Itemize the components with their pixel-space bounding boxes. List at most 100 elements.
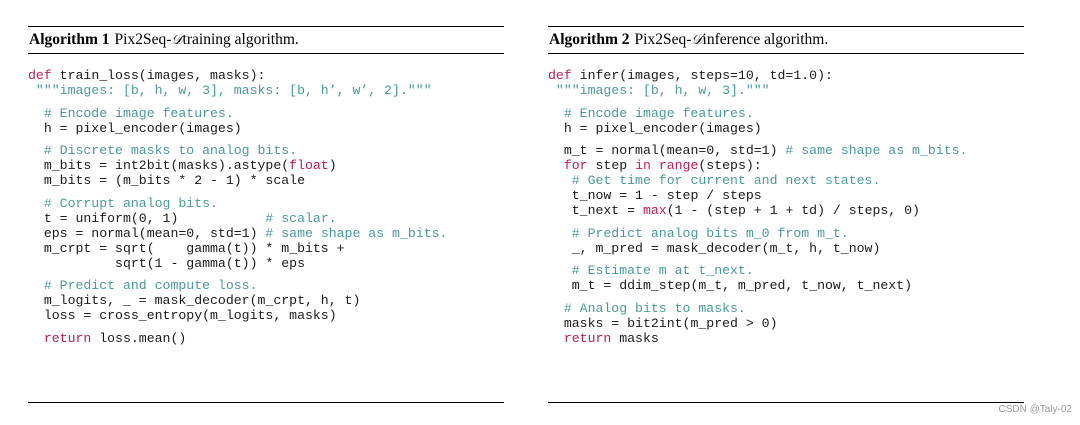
code-line: def train_loss(images, masks): xyxy=(28,68,504,83)
code-token: train_loss(images, masks): xyxy=(51,68,266,83)
top-rule xyxy=(548,26,1024,27)
code-line: m_logits, _ = mask_decoder(m_crpt, h, t) xyxy=(28,293,504,308)
code-token: t_next = xyxy=(548,203,643,218)
code-token: m_bits = (m_bits * 2 - 1) * scale xyxy=(28,173,305,188)
code-token: (1 - (step + 1 + td) / steps, 0) xyxy=(666,203,920,218)
code-line: m_crpt = sqrt( gamma(t)) * m_bits + xyxy=(28,241,504,256)
code-token: for xyxy=(548,158,588,173)
caption-rule xyxy=(28,53,504,54)
code-token: m_crpt = sqrt( gamma(t)) * m_bits + xyxy=(28,240,345,256)
code-token: # Estimate m at t_next. xyxy=(548,263,754,278)
code-line: loss = cross_entropy(m_logits, masks) xyxy=(28,308,504,323)
code-token: return xyxy=(28,330,92,346)
code-token: max xyxy=(642,203,667,218)
algorithm-1-code: def train_loss(images, masks): """images… xyxy=(28,68,504,346)
code-token: loss.mean() xyxy=(91,330,187,346)
code-line: return loss.mean() xyxy=(28,331,504,346)
code-line: h = pixel_encoder(images) xyxy=(28,121,504,136)
code-token: # Discrete masks to analog bits. xyxy=(28,143,298,158)
algorithm-2-box: Algorithm 2 Pix2Seq- 𝒟 inference algorit… xyxy=(548,26,1024,403)
code-token xyxy=(651,158,659,173)
code-token: infer(images, steps=10, td=1.0): xyxy=(571,68,833,83)
code-token: """images: [b, h, w, 3].""" xyxy=(548,83,770,98)
code-token: range xyxy=(658,158,699,173)
algorithm-2-code: def infer(images, steps=10, td=1.0): """… xyxy=(548,68,1024,346)
code-blank-line xyxy=(28,136,504,144)
code-line: """images: [b, h, w, 3], masks: [b, h’, … xyxy=(28,83,504,98)
watermark: CSDN @Taly-02 xyxy=(998,404,1072,415)
code-token: float xyxy=(289,158,329,173)
code-line: eps = normal(mean=0, std=1) # same shape… xyxy=(28,226,504,241)
code-token: in xyxy=(635,158,651,173)
caption-suffix: inference algorithm. xyxy=(702,31,829,48)
code-line: m_bits = (m_bits * 2 - 1) * scale xyxy=(28,173,504,188)
code-line: # Encode image features. xyxy=(548,106,1024,121)
algorithm-1-box: Algorithm 1 Pix2Seq- 𝒟 training algorith… xyxy=(28,26,504,403)
code-token: # Analog bits to masks. xyxy=(548,300,746,316)
code-token: # Corrupt analog bits. xyxy=(28,195,218,211)
code-token: loss = cross_entropy(m_logits, masks) xyxy=(28,308,337,323)
code-token: t = uniform(0, 1) xyxy=(28,210,266,226)
bottom-rule xyxy=(28,402,504,403)
code-token: def xyxy=(28,68,52,83)
code-line: # Corrupt analog bits. xyxy=(28,196,504,211)
code-token: sqrt(1 - gamma(t)) * eps xyxy=(28,255,305,271)
code-token: masks xyxy=(611,330,659,346)
code-line: t_now = 1 - step / steps xyxy=(548,188,1024,203)
caption-prefix: Pix2Seq- xyxy=(114,31,172,48)
code-token: t_now = 1 - step / steps xyxy=(548,188,762,203)
code-line: # Encode image features. xyxy=(28,106,504,121)
code-blank-line xyxy=(548,218,1024,226)
code-token: def xyxy=(548,68,572,83)
code-line: sqrt(1 - gamma(t)) * eps xyxy=(28,256,504,271)
code-line: def infer(images, steps=10, td=1.0): xyxy=(548,68,1024,83)
code-line: """images: [b, h, w, 3].""" xyxy=(548,83,1024,98)
code-token: ) xyxy=(328,158,337,173)
caption-symbol: 𝒟 xyxy=(171,32,183,48)
code-line: # Predict analog bits m_0 from m_t. xyxy=(548,226,1024,241)
algorithm-number: Algorithm 2 xyxy=(549,31,630,48)
code-token: eps = normal(mean=0, std=1) xyxy=(28,225,266,241)
code-line: t = uniform(0, 1) # scalar. xyxy=(28,211,504,226)
top-rule xyxy=(28,26,504,27)
code-blank-line xyxy=(28,271,504,279)
code-line: return masks xyxy=(548,331,1024,346)
code-line: for step in range(steps): xyxy=(548,158,1024,173)
caption-prefix: Pix2Seq- xyxy=(634,31,692,48)
code-token: h = pixel_encoder(images) xyxy=(28,120,242,136)
code-blank-line xyxy=(548,256,1024,264)
code-token: # Encode image features. xyxy=(28,105,234,121)
code-token: return xyxy=(548,330,612,346)
algorithm-number: Algorithm 1 xyxy=(29,31,110,48)
code-token: # scalar. xyxy=(265,210,337,226)
code-blank-line xyxy=(28,323,504,331)
code-token: m_t = normal(mean=0, std=1) xyxy=(548,143,786,158)
code-token: # same shape as m_bits. xyxy=(785,143,968,158)
code-token: h = pixel_encoder(images) xyxy=(548,120,762,136)
code-blank-line xyxy=(28,98,504,106)
code-line: masks = bit2int(m_pred > 0) xyxy=(548,316,1024,331)
code-line: # Estimate m at t_next. xyxy=(548,263,1024,278)
code-line: m_t = normal(mean=0, std=1) # same shape… xyxy=(548,143,1024,158)
code-blank-line xyxy=(548,293,1024,301)
code-line: # Predict and compute loss. xyxy=(28,278,504,293)
code-blank-line xyxy=(548,98,1024,106)
code-token: # Encode image features. xyxy=(548,105,754,121)
code-blank-line xyxy=(548,136,1024,144)
code-token: m_logits, _ = mask_decoder(m_crpt, h, t) xyxy=(28,293,361,308)
code-token: # Predict and compute loss. xyxy=(28,278,258,293)
caption-suffix: training algorithm. xyxy=(182,31,299,48)
bottom-rule xyxy=(548,402,1024,403)
code-token: """images: [b, h, w, 3], masks: [b, h’, … xyxy=(28,83,432,98)
code-line: h = pixel_encoder(images) xyxy=(548,121,1024,136)
code-line: t_next = max(1 - (step + 1 + td) / steps… xyxy=(548,203,1024,218)
code-token: # same shape as m_bits. xyxy=(265,225,448,241)
code-token: (steps): xyxy=(698,158,762,173)
code-token: masks = bit2int(m_pred > 0) xyxy=(548,315,778,331)
caption-rule xyxy=(548,53,1024,54)
code-line: m_t = ddim_step(m_t, m_pred, t_now, t_ne… xyxy=(548,278,1024,293)
code-token: _, m_pred = mask_decoder(m_t, h, t_now) xyxy=(548,240,881,256)
code-token: # Get time for current and next states. xyxy=(548,173,881,188)
code-token: step xyxy=(587,158,636,173)
caption-symbol: 𝒟 xyxy=(691,32,703,48)
